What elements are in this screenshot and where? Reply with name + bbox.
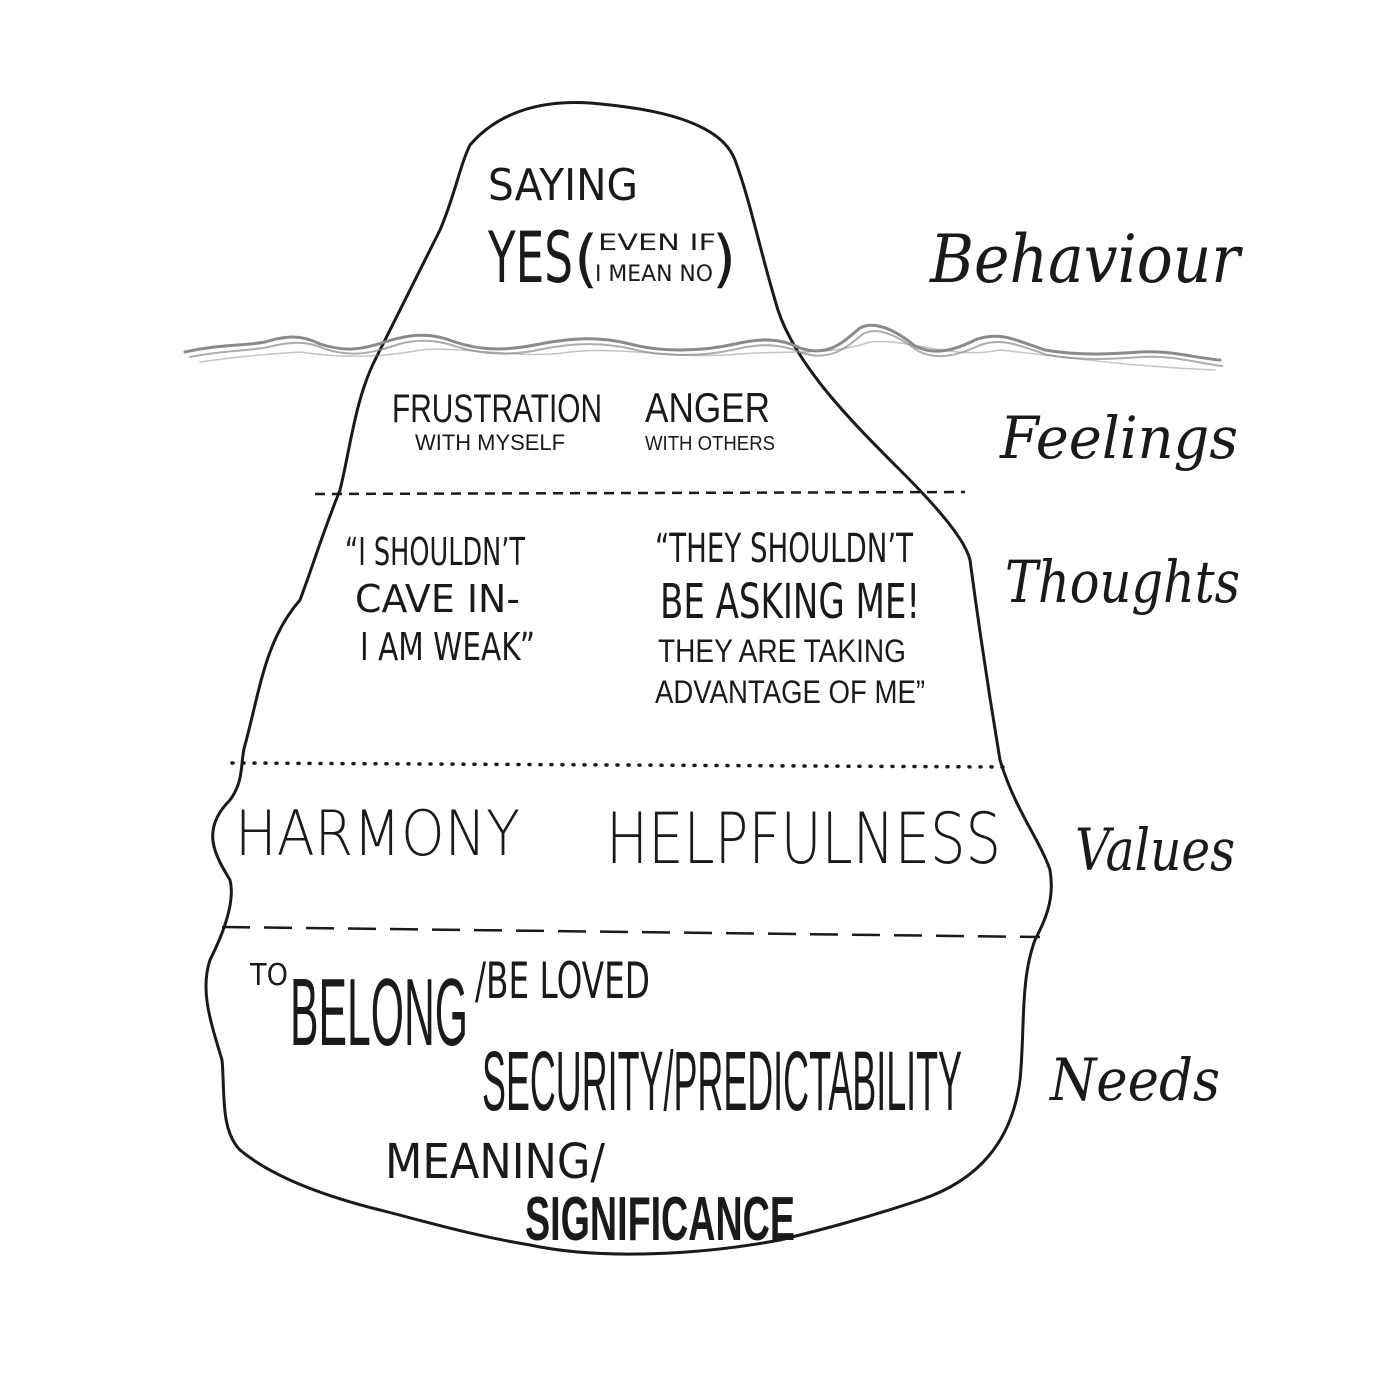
values-right: HELPFULNESS <box>606 798 1001 880</box>
feelings-left-main: FRUSTRATION <box>392 387 602 431</box>
label-behaviour: Behaviour <box>929 221 1243 298</box>
thoughts-left-line3: I AM WEAK” <box>360 625 535 669</box>
thoughts-left-line1: “I SHOULDN’T <box>345 530 526 574</box>
label-feelings: Feelings <box>999 404 1238 472</box>
iceberg-outline <box>204 101 1053 1256</box>
divider-thoughts-values <box>230 761 1007 769</box>
label-needs: Needs <box>1048 1046 1220 1114</box>
needs-belong: BELONG <box>290 959 468 1066</box>
needs-meaning: MEANING/ <box>385 1134 606 1190</box>
needs-to: TO <box>249 958 288 993</box>
behaviour-paren-close: ) <box>712 222 736 295</box>
behaviour-yes: YES <box>487 217 573 299</box>
behaviour-paren-open: ( <box>574 222 598 295</box>
thoughts-right-line3: THEY ARE TAKING <box>658 633 906 669</box>
thoughts-left-line2: CAVE IN- <box>355 577 520 621</box>
feelings-left-sub: WITH MYSELF <box>415 430 565 455</box>
divider-values-needs <box>221 925 1041 939</box>
behaviour-line1: SAYING <box>488 160 638 211</box>
behaviour-even-if: EVEN IF <box>598 231 716 256</box>
needs-be-loved: /BE LOVED <box>475 952 650 1010</box>
thoughts-right-line4: ADVANTAGE OF ME” <box>655 674 925 710</box>
divider-feelings-thoughts <box>314 490 966 496</box>
feelings-right-main: ANGER <box>645 384 770 431</box>
label-values: Values <box>1075 816 1235 884</box>
behaviour-mean-no: I MEAN NO <box>595 262 713 287</box>
thoughts-right-line2: BE ASKING ME! <box>660 574 920 630</box>
values-left: HARMONY <box>235 797 520 870</box>
needs-significance: SIGNIFICANCE <box>525 1185 795 1254</box>
needs-security: SECURITY/PREDICTABILITY <box>482 1034 962 1128</box>
water-line <box>183 323 1223 371</box>
thoughts-right-line1: “THEY SHOULDN’T <box>655 526 913 572</box>
label-thoughts: Thoughts <box>1005 548 1240 616</box>
feelings-right-sub: WITH OTHERS <box>645 433 775 455</box>
